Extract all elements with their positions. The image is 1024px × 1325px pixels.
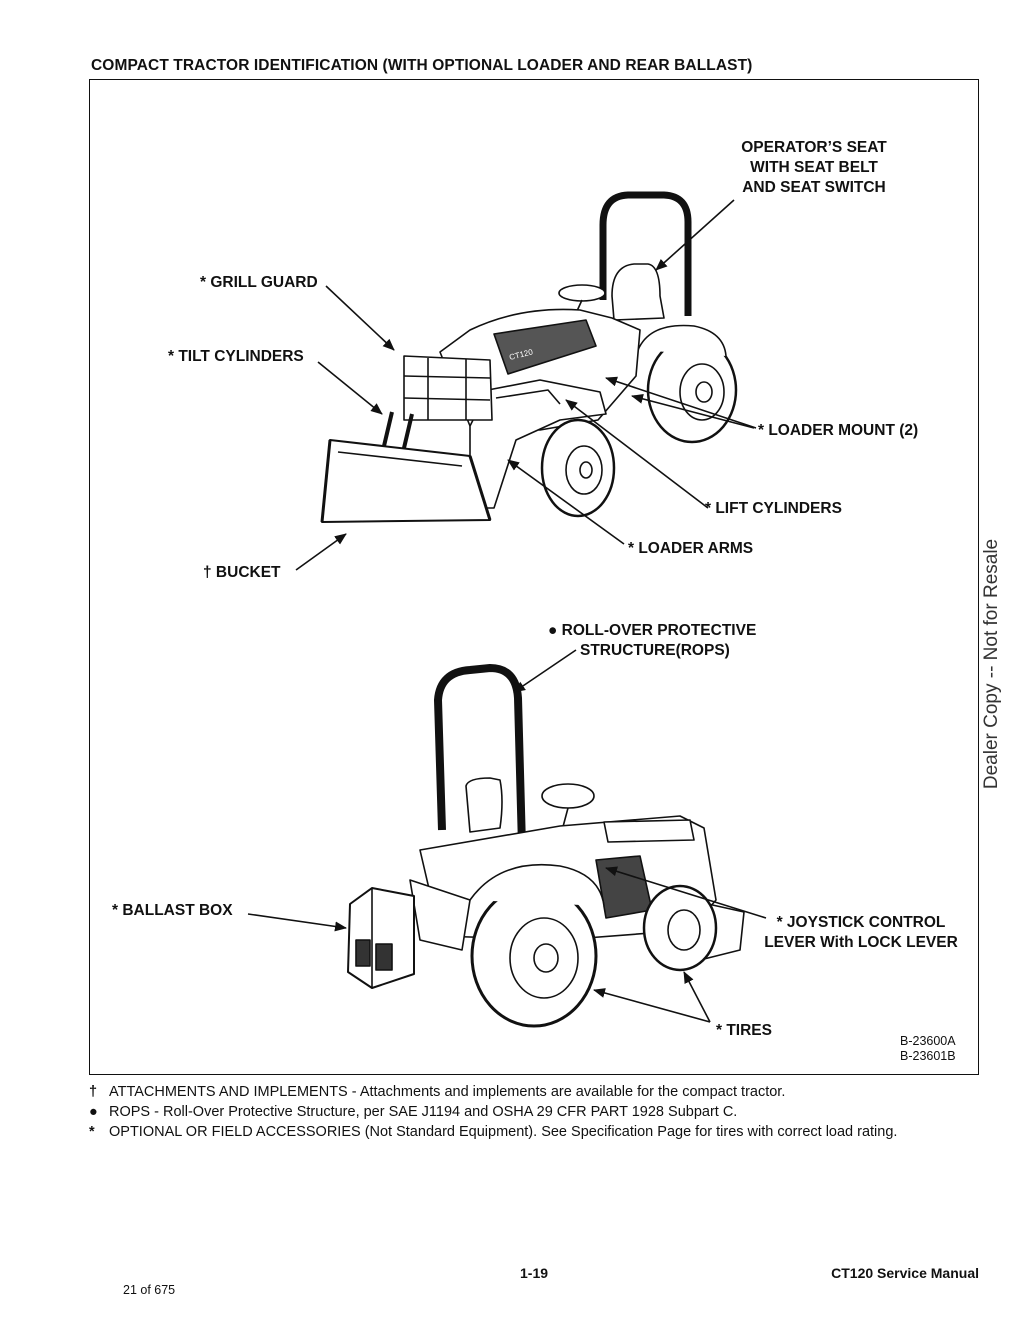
leader-lines [247, 199, 767, 1023]
legend-symbol-bullet: ● [89, 1104, 98, 1120]
legend-item: † ATTACHMENTS AND IMPLEMENTS - Attachmen… [89, 1082, 989, 1102]
figure-code-2: B-23601B [900, 1049, 956, 1063]
legend: † ATTACHMENTS AND IMPLEMENTS - Attachmen… [89, 1082, 989, 1142]
callout-loader-mount: * LOADER MOUNT (2) [758, 422, 919, 439]
callout-tires: * TIRES [716, 1022, 772, 1039]
footer-manual-title: CT120 Service Manual [831, 1265, 979, 1281]
callout-operators-seat-line1: OPERATOR’S SEAT [741, 139, 887, 156]
callout-joystick-line2: LEVER With LOCK LEVER [764, 934, 958, 951]
legend-text-optional: OPTIONAL OR FIELD ACCESSORIES (Not Stand… [109, 1124, 898, 1140]
callout-operators-seat-line3: AND SEAT SWITCH [742, 179, 886, 196]
legend-item: * OPTIONAL OR FIELD ACCESSORIES (Not Sta… [89, 1122, 989, 1142]
callout-lift-cylinders: * LIFT CYLINDERS [705, 500, 842, 517]
legend-symbol-asterisk: * [89, 1124, 95, 1140]
callout-bucket: † BUCKET [203, 564, 281, 581]
callout-loader-arms: * LOADER ARMS [628, 540, 754, 557]
page-title: COMPACT TRACTOR IDENTIFICATION (WITH OPT… [91, 57, 753, 74]
callout-grill-guard: * GRILL GUARD [200, 274, 318, 291]
figure-frame [89, 79, 979, 1075]
callout-tilt-cylinders: * TILT CYLINDERS [168, 348, 304, 365]
legend-symbol-dagger: † [89, 1084, 98, 1100]
footer-page-number: 1-19 [520, 1265, 549, 1281]
callout-joystick-line1: * JOYSTICK CONTROL [776, 914, 946, 931]
tractor-with-loader-drawing: CT120 [320, 191, 738, 523]
callout-rops: ● ROLL-OVER PROTECTIVE STRUCTURE(ROPS) [548, 621, 756, 661]
figure-code-1: B-23600A [900, 1034, 956, 1048]
watermark: Dealer Copy -- Not for Resale [981, 538, 1002, 790]
callout-joystick: * JOYSTICK CONTROL LEVER With LOCK LEVER [750, 913, 972, 953]
callout-rops-line1: ● ROLL-OVER PROTECTIVE [548, 622, 757, 639]
footer-page-count: 21 of 675 [123, 1283, 176, 1297]
callout-ballast-box: * BALLAST BOX [112, 902, 233, 919]
callout-operators-seat-line2: WITH SEAT BELT [750, 159, 878, 176]
callout-rops-line2: STRUCTURE(ROPS) [580, 642, 730, 659]
legend-text-attachments: ATTACHMENTS AND IMPLEMENTS - Attachments… [109, 1084, 786, 1100]
callout-operators-seat: OPERATOR’S SEAT WITH SEAT BELT AND SEAT … [724, 138, 904, 198]
tractor-rear-ballast-drawing [347, 664, 745, 1028]
legend-item: ● ROPS - Roll-Over Protective Structure,… [89, 1102, 989, 1122]
legend-text-rops: ROPS - Roll-Over Protective Structure, p… [109, 1104, 738, 1120]
